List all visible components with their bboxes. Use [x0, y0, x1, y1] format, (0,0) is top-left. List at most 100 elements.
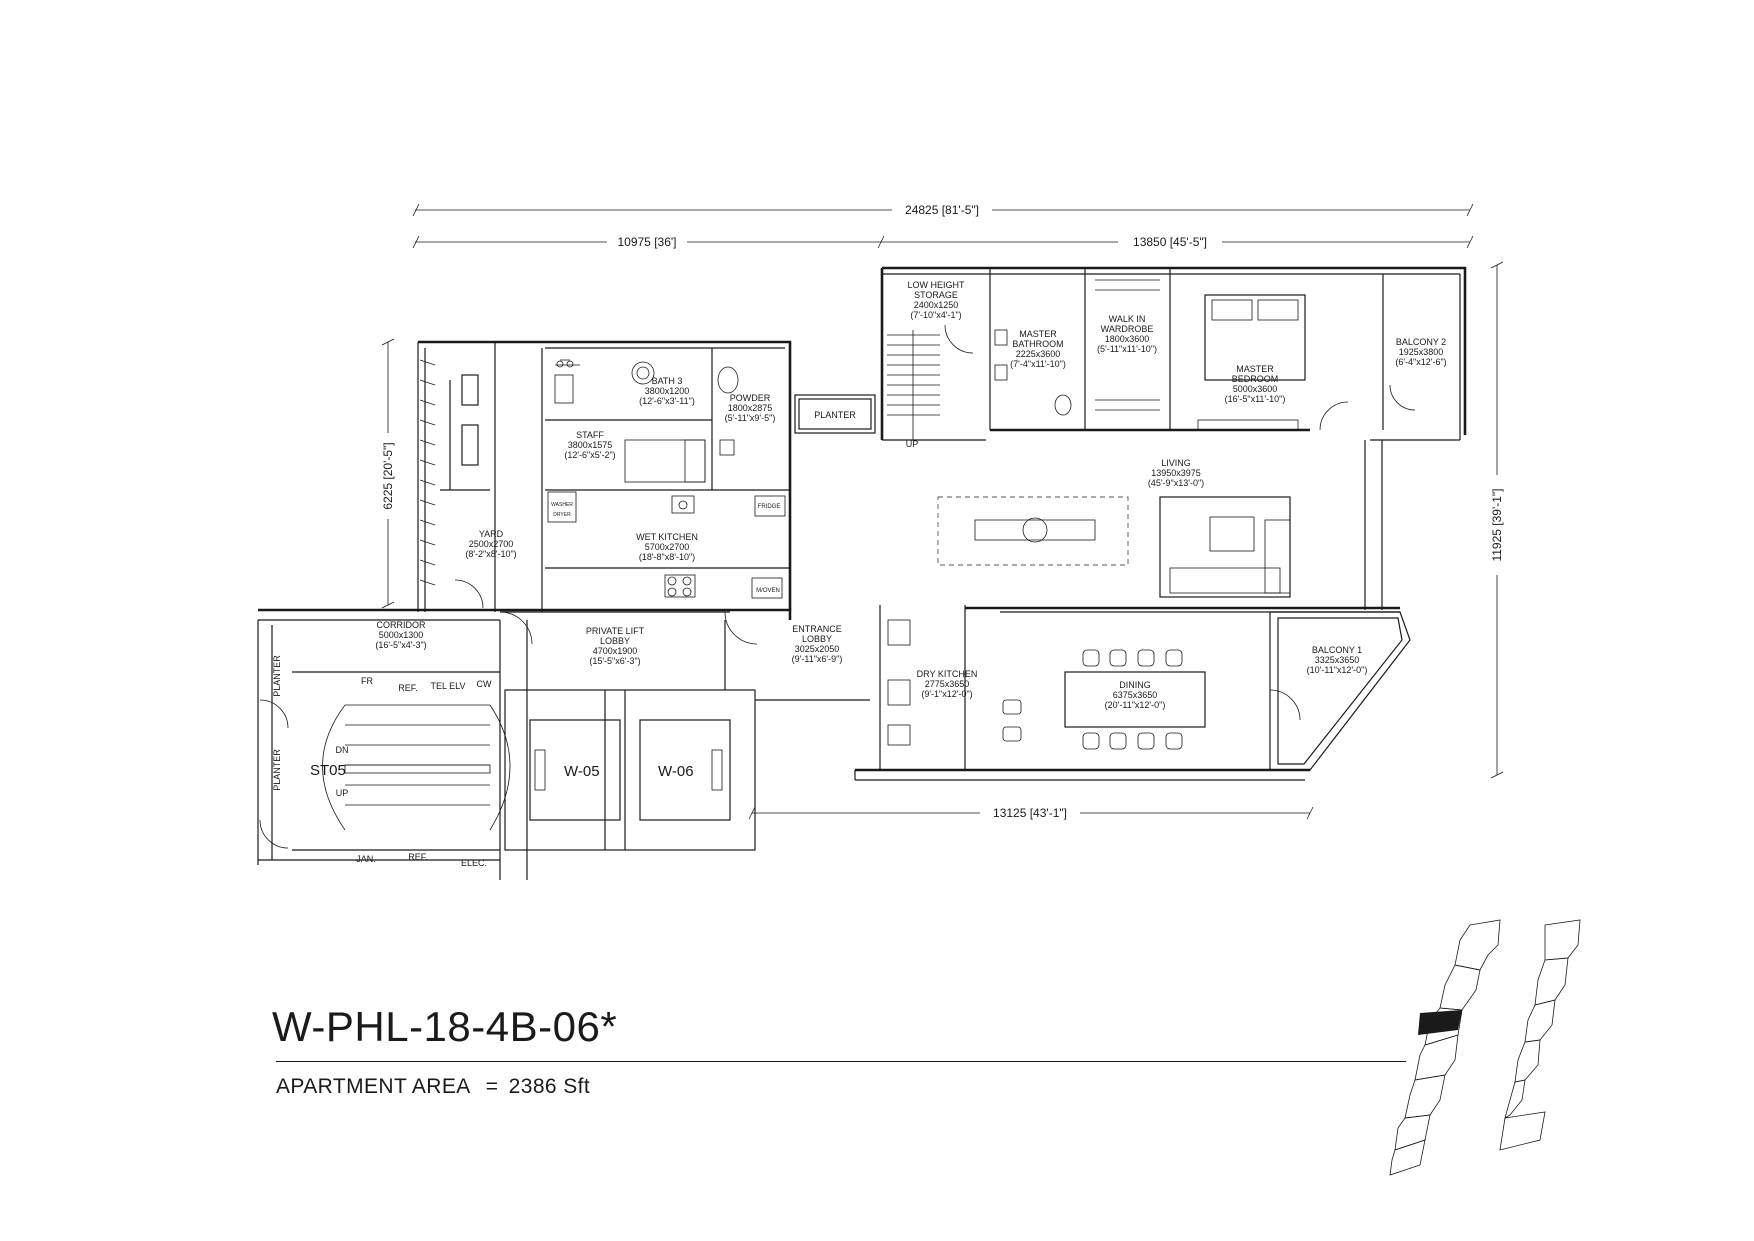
- svg-text:LOW HEIGHT: LOW HEIGHT: [907, 280, 965, 290]
- master-bathroom-label: MASTER BATHROOM 2225x3600 (7'-4"x11'-10"…: [1010, 329, 1066, 369]
- area-equals: =: [485, 1075, 499, 1098]
- washer-label: WASHER: [551, 502, 573, 508]
- dimension-lines: 24825 [81'-5"] 10975 [36'] 13850 [45'-5"…: [380, 202, 1505, 821]
- svg-text:(7'-10"x4'-1"): (7'-10"x4'-1"): [910, 310, 961, 320]
- storage-up-label: UP: [906, 439, 919, 449]
- svg-text:(7'-4"x11'-10"): (7'-4"x11'-10"): [1010, 359, 1066, 369]
- svg-text:(12'-6"x5'-2"): (12'-6"x5'-2"): [564, 450, 615, 460]
- area-label: APARTMENT AREA: [276, 1075, 470, 1098]
- living-label: LIVING 13950x3975 (45'-9"x13'-0"): [1148, 458, 1204, 488]
- yard-label: YARD 2500x2700 (8'-2"x8'-10"): [465, 529, 516, 559]
- svg-text:LOBBY: LOBBY: [802, 634, 832, 644]
- svg-text:WARDROBE: WARDROBE: [1101, 324, 1154, 334]
- dry-kitchen-label: DRY KITCHEN 2775x3650 (9'-1"x12'-0"): [917, 669, 978, 699]
- svg-text:5700x2700: 5700x2700: [645, 542, 690, 552]
- svg-text:MASTER: MASTER: [1019, 329, 1057, 339]
- fridge-label: FRIDGE: [758, 504, 781, 510]
- svg-text:1800x3600: 1800x3600: [1105, 334, 1150, 344]
- svg-text:BEDROOM: BEDROOM: [1232, 374, 1279, 384]
- microwave-label: M/OVEN: [756, 588, 780, 594]
- right-width-dimension: 13850 [45'-5"]: [1133, 235, 1207, 249]
- svg-text:CORRIDOR: CORRIDOR: [377, 620, 426, 630]
- svg-text:(5'-11"x9'-5"): (5'-11"x9'-5"): [725, 413, 776, 423]
- entrance-lobby-label: ENTRANCE LOBBY 3025x2050 (9'-11"x6'-9"): [792, 624, 843, 664]
- corridor-label: CORRIDOR 5000x1300 (16'-5"x4'-3"): [375, 620, 426, 650]
- ref-1-label: REF.: [398, 683, 418, 693]
- dining-label: DINING 6375x3650 (20'-11"x12'-0"): [1105, 680, 1166, 710]
- powder-label: POWDER 1800x2875 (5'-11"x9'-5"): [725, 393, 776, 423]
- fixtures: FRIDGE M/OVEN WASHER DRYER: [259, 279, 1416, 849]
- bottom-width-dimension: 13125 [43'-1"]: [993, 806, 1067, 820]
- svg-text:BALCONY 1: BALCONY 1: [1312, 645, 1362, 655]
- dryer-label: DRYER: [553, 512, 571, 518]
- svg-text:2775x3650: 2775x3650: [925, 679, 970, 689]
- left-width-dimension: 10975 [36']: [617, 235, 676, 249]
- svg-text:(10'-11"x12'-0"): (10'-11"x12'-0"): [1307, 665, 1368, 675]
- balcony-2-label: BALCONY 2 1925x3800 (6'-4"x12'-6"): [1395, 337, 1446, 367]
- lift-w05-label: W-05: [564, 763, 600, 780]
- fr-label: FR: [361, 676, 373, 686]
- tel-elv-label: TEL ELV: [430, 681, 465, 691]
- svg-text:(5'-11"x11'-10"): (5'-11"x11'-10"): [1097, 344, 1157, 354]
- svg-text:1800x2875: 1800x2875: [728, 403, 773, 413]
- svg-text:BALCONY 2: BALCONY 2: [1396, 337, 1446, 347]
- left-depth-dimension: 6225 [20'-5"]: [381, 442, 395, 509]
- svg-text:BATHROOM: BATHROOM: [1012, 339, 1063, 349]
- svg-text:WALK IN: WALK IN: [1109, 314, 1146, 324]
- svg-text:3025x2050: 3025x2050: [795, 644, 840, 654]
- svg-text:BATH 3: BATH 3: [652, 376, 683, 386]
- highlighted-unit: [1418, 1010, 1462, 1035]
- key-plan: [1389, 919, 1581, 1176]
- svg-text:(6'-4"x12'-6"): (6'-4"x12'-6"): [1395, 357, 1446, 367]
- elec-label: ELEC.: [461, 858, 487, 868]
- svg-text:(16'-5"x11'-10"): (16'-5"x11'-10"): [1225, 394, 1286, 404]
- walk-in-wardrobe-label: WALK IN WARDROBE 1800x3600 (5'-11"x11'-1…: [1097, 314, 1157, 354]
- svg-text:WET KITCHEN: WET KITCHEN: [636, 532, 698, 542]
- svg-text:POWDER: POWDER: [730, 393, 771, 403]
- planter-left-1-label: PLANTER: [272, 655, 282, 697]
- svg-text:ENTRANCE: ENTRANCE: [792, 624, 842, 634]
- svg-text:2225x3600: 2225x3600: [1016, 349, 1061, 359]
- svg-text:(8'-2"x8'-10"): (8'-2"x8'-10"): [465, 549, 516, 559]
- jan-label: JAN.: [356, 854, 376, 864]
- low-height-storage-label: LOW HEIGHT STORAGE 2400x1250 (7'-10"x4'-…: [907, 280, 965, 320]
- wet-kitchen-label: WET KITCHEN 5700x2700 (18'-8"x8'-10"): [636, 532, 698, 562]
- planter-left-2-label: PLANTER: [272, 749, 282, 791]
- svg-text:5000x1300: 5000x1300: [379, 630, 424, 640]
- svg-text:(15'-5"x6'-3"): (15'-5"x6'-3"): [589, 656, 640, 666]
- svg-text:MASTER: MASTER: [1236, 364, 1274, 374]
- lift-w06-label: W-06: [658, 763, 694, 780]
- svg-text:3325x3650: 3325x3650: [1315, 655, 1360, 665]
- svg-text:(9'-11"x6'-9"): (9'-11"x6'-9"): [792, 654, 843, 664]
- svg-text:(20'-11"x12'-0"): (20'-11"x12'-0"): [1105, 700, 1166, 710]
- svg-text:STORAGE: STORAGE: [914, 290, 958, 300]
- stair-dn-label: DN: [336, 745, 349, 755]
- planter-right-label: PLANTER: [814, 410, 856, 420]
- unit-code-title: W-PHL-18-4B-06*: [272, 1003, 618, 1050]
- svg-text:3800x1200: 3800x1200: [645, 386, 690, 396]
- balcony-1-label: BALCONY 1 3325x3650 (10'-11"x12'-0"): [1307, 645, 1368, 675]
- private-lift-lobby-label: PRIVATE LIFT LOBBY 4700x1900 (15'-5"x6'-…: [586, 626, 645, 666]
- svg-text:LIVING: LIVING: [1161, 458, 1191, 468]
- overall-width-dimension: 24825 [81'-5"]: [905, 203, 979, 217]
- svg-text:(18'-8"x8'-10"): (18'-8"x8'-10"): [639, 552, 695, 562]
- stair-core-label: ST05: [310, 762, 346, 779]
- apartment-area-line: APARTMENT AREA = 2386 Sft: [276, 1075, 590, 1099]
- svg-text:2400x1250: 2400x1250: [914, 300, 959, 310]
- svg-text:DRY KITCHEN: DRY KITCHEN: [917, 669, 978, 679]
- svg-text:(12'-6"x3'-11"): (12'-6"x3'-11"): [639, 396, 695, 406]
- svg-text:5000x3600: 5000x3600: [1233, 384, 1278, 394]
- staff-label: STAFF 3800x1575 (12'-6"x5'-2"): [564, 430, 615, 460]
- svg-text:STAFF: STAFF: [576, 430, 604, 440]
- master-bedroom-label: MASTER BEDROOM 5000x3600 (16'-5"x11'-10"…: [1225, 364, 1286, 404]
- walls: [257, 266, 1467, 880]
- svg-text:(16'-5"x4'-3"): (16'-5"x4'-3"): [375, 640, 426, 650]
- svg-text:1925x3800: 1925x3800: [1399, 347, 1444, 357]
- svg-text:3800x1575: 3800x1575: [568, 440, 613, 450]
- cw-label: CW: [477, 679, 492, 689]
- ref-2-label: REF.: [408, 852, 428, 862]
- svg-text:YARD: YARD: [479, 529, 504, 539]
- right-depth-dimension: 11925 [39'-1"]: [1490, 488, 1504, 561]
- svg-text:(45'-9"x13'-0"): (45'-9"x13'-0"): [1148, 478, 1204, 488]
